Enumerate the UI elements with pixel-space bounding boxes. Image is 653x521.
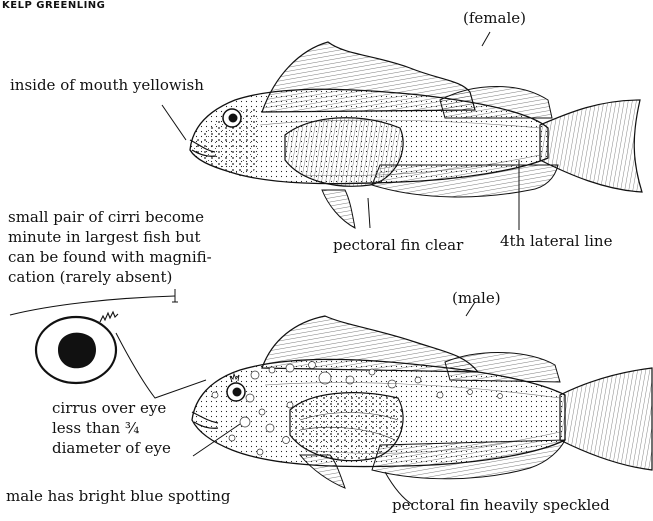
female-tail-fin [540, 100, 642, 192]
cirrus-note-line2: less than ¾ [52, 419, 139, 438]
eye-detail-inset [10, 289, 178, 383]
female-sex-label: (female) [463, 9, 526, 28]
cirri-note-line4: cation (rarely absent) [8, 268, 172, 287]
female-pectoral-note: pectoral fin clear [333, 236, 463, 255]
male-pectoral-note: pectoral fin heavily speckled [392, 496, 610, 515]
cirri-note-line3: can be found with magnifi- [8, 248, 212, 267]
mouth-note: inside of mouth yellowish [10, 76, 204, 95]
inset-cirrus [100, 312, 118, 322]
female-fish [190, 42, 642, 228]
cirrus-note-line1: cirrus over eye [52, 399, 166, 418]
female-pelvic-fin [322, 190, 355, 228]
cirrus-note-line3: diameter of eye [52, 439, 171, 458]
cirri-note-line1: small pair of cirri become [8, 208, 204, 227]
spotting-note: male has bright blue spotting [6, 487, 230, 506]
lateral-line-note: 4th lateral line [500, 232, 612, 251]
male-sex-label: (male) [452, 289, 501, 308]
cirri-note-line2: minute in largest fish but [8, 228, 201, 247]
male-fish [192, 316, 652, 488]
male-tail-fin [560, 368, 652, 470]
